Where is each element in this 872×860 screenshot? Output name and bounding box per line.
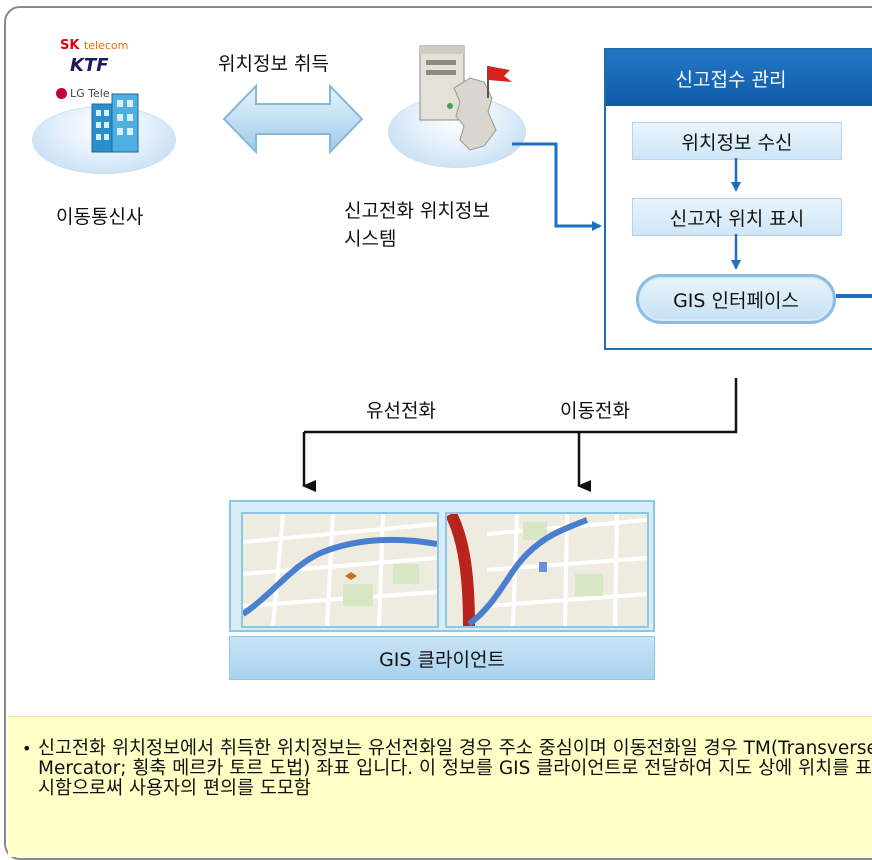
ktf-logo: KTF <box>70 55 109 76</box>
mobile-map-view <box>445 512 649 628</box>
system-label-line2: 시스템 <box>344 228 397 250</box>
gis-client-label: GIS 클라이언트 <box>229 636 655 680</box>
explanation-note: • 신고전화 위치정보에서 취득한 위치정보는 유선전화일 경우 주소 중심이며… <box>8 716 872 857</box>
gis-client-panel <box>229 500 655 632</box>
step-receive-location: 위치정보 수신 <box>632 122 842 160</box>
mobile-map-graphic <box>447 514 647 626</box>
panel-title: 신고접수 관리 <box>606 50 872 106</box>
wired-phone-label: 유선전화 <box>366 400 436 422</box>
sk-telecom-logo: SK telecom <box>60 38 129 53</box>
telecom-label: 이동통신사 <box>56 206 144 228</box>
office-building-icon <box>91 93 139 153</box>
note-text: 신고전화 위치정보에서 취득한 위치정보는 유선전화일 경우 주소 중심이며 이… <box>38 738 872 799</box>
wired-map-view <box>241 512 439 628</box>
lg-telecom-logo: LG Tele <box>56 87 110 100</box>
server-map-icon <box>419 45 512 151</box>
gis-interface: GIS 인터페이스 <box>636 274 836 324</box>
system-label-line1: 신고전화 위치정보 <box>344 200 490 222</box>
wired-map-graphic <box>243 514 437 626</box>
bidirectional-arrow-icon <box>222 83 364 155</box>
report-management-panel: 신고접수 관리 위치정보 수신 신고자 위치 표시 GIS 인터페이스 <box>604 48 872 350</box>
bullet-icon: • <box>22 739 32 758</box>
mobile-phone-label: 이동전화 <box>560 400 630 422</box>
step-display-caller-location: 신고자 위치 표시 <box>632 198 842 236</box>
acquire-label: 위치정보 취득 <box>218 53 329 75</box>
